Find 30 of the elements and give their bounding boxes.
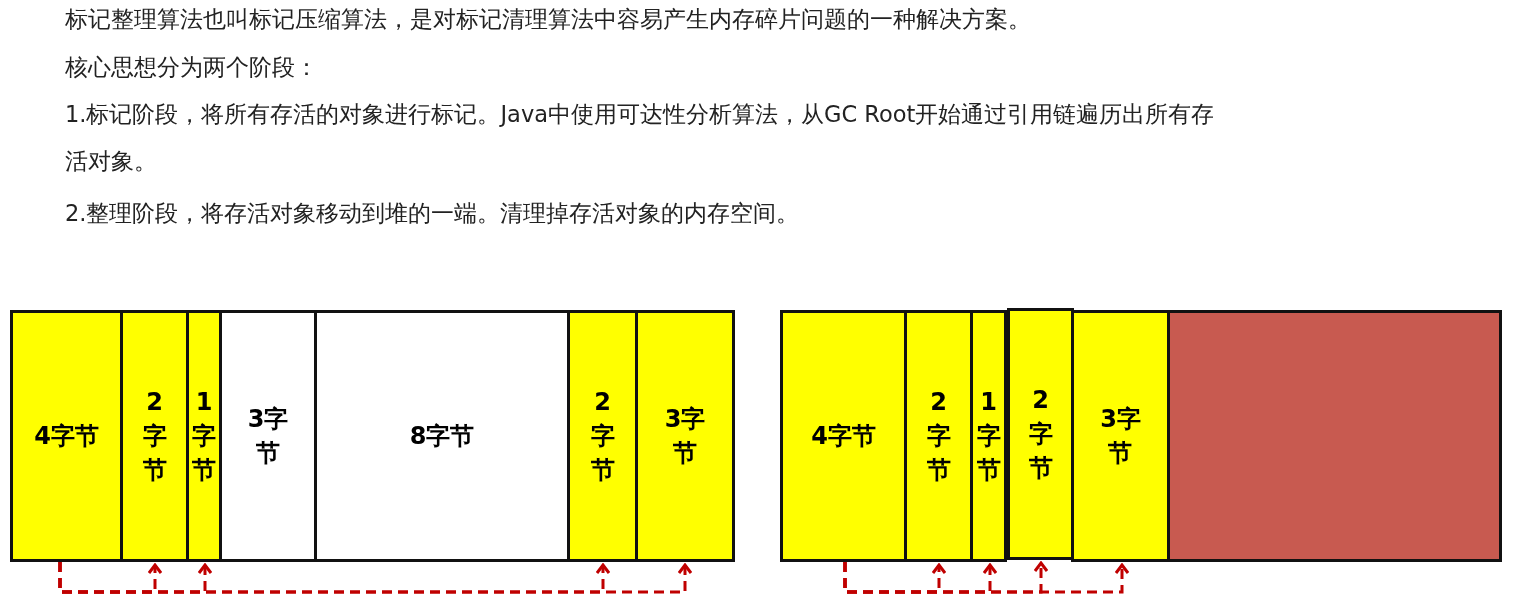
memory-block <box>635 310 735 562</box>
memory-block <box>10 310 123 562</box>
block-label: 2字节 <box>926 387 951 486</box>
block-label: 3字节 <box>246 404 290 469</box>
block-label: 2字节 <box>1028 385 1053 484</box>
block-label: 4字节 <box>33 421 100 452</box>
block-label: 3字节 <box>663 404 707 469</box>
memory-block <box>186 310 222 562</box>
paragraph: 核心思想分为两个阶段： <box>65 53 319 82</box>
paragraph: 2.整理阶段，将存活对象移动到堆的一端。清理掉存活对象的内存空间。 <box>65 199 801 228</box>
memory-block <box>1071 310 1170 562</box>
memory-block <box>120 310 189 562</box>
block-label: 1字节 <box>976 387 1001 486</box>
block-label: 2字节 <box>590 387 615 486</box>
memory-block <box>567 310 638 562</box>
memory-block <box>314 310 570 562</box>
memory-block <box>780 310 907 562</box>
block-label: 3字节 <box>1099 404 1142 469</box>
block-label: 2字节 <box>142 387 167 486</box>
paragraph: 1.标记阶段，将所有存活的对象进行标记。Java中使用可达性分析算法，从GC Root开始通过引用链遍历出所有存活对象。 <box>65 100 1215 176</box>
dashed-arrow <box>843 562 1130 594</box>
memory-block <box>219 310 317 562</box>
memory-block <box>970 310 1007 562</box>
memory-block <box>904 310 973 562</box>
block-label: 8字节 <box>408 421 476 452</box>
memory-block <box>1167 310 1502 562</box>
paragraph: 标记整理算法也叫标记压缩算法，是对标记清理算法中容易产生内存碎片问题的一种解决方案。 <box>65 5 1032 34</box>
memory-block <box>1007 308 1074 560</box>
block-label: 4字节 <box>810 421 877 452</box>
block-label: 1字节 <box>192 387 216 486</box>
